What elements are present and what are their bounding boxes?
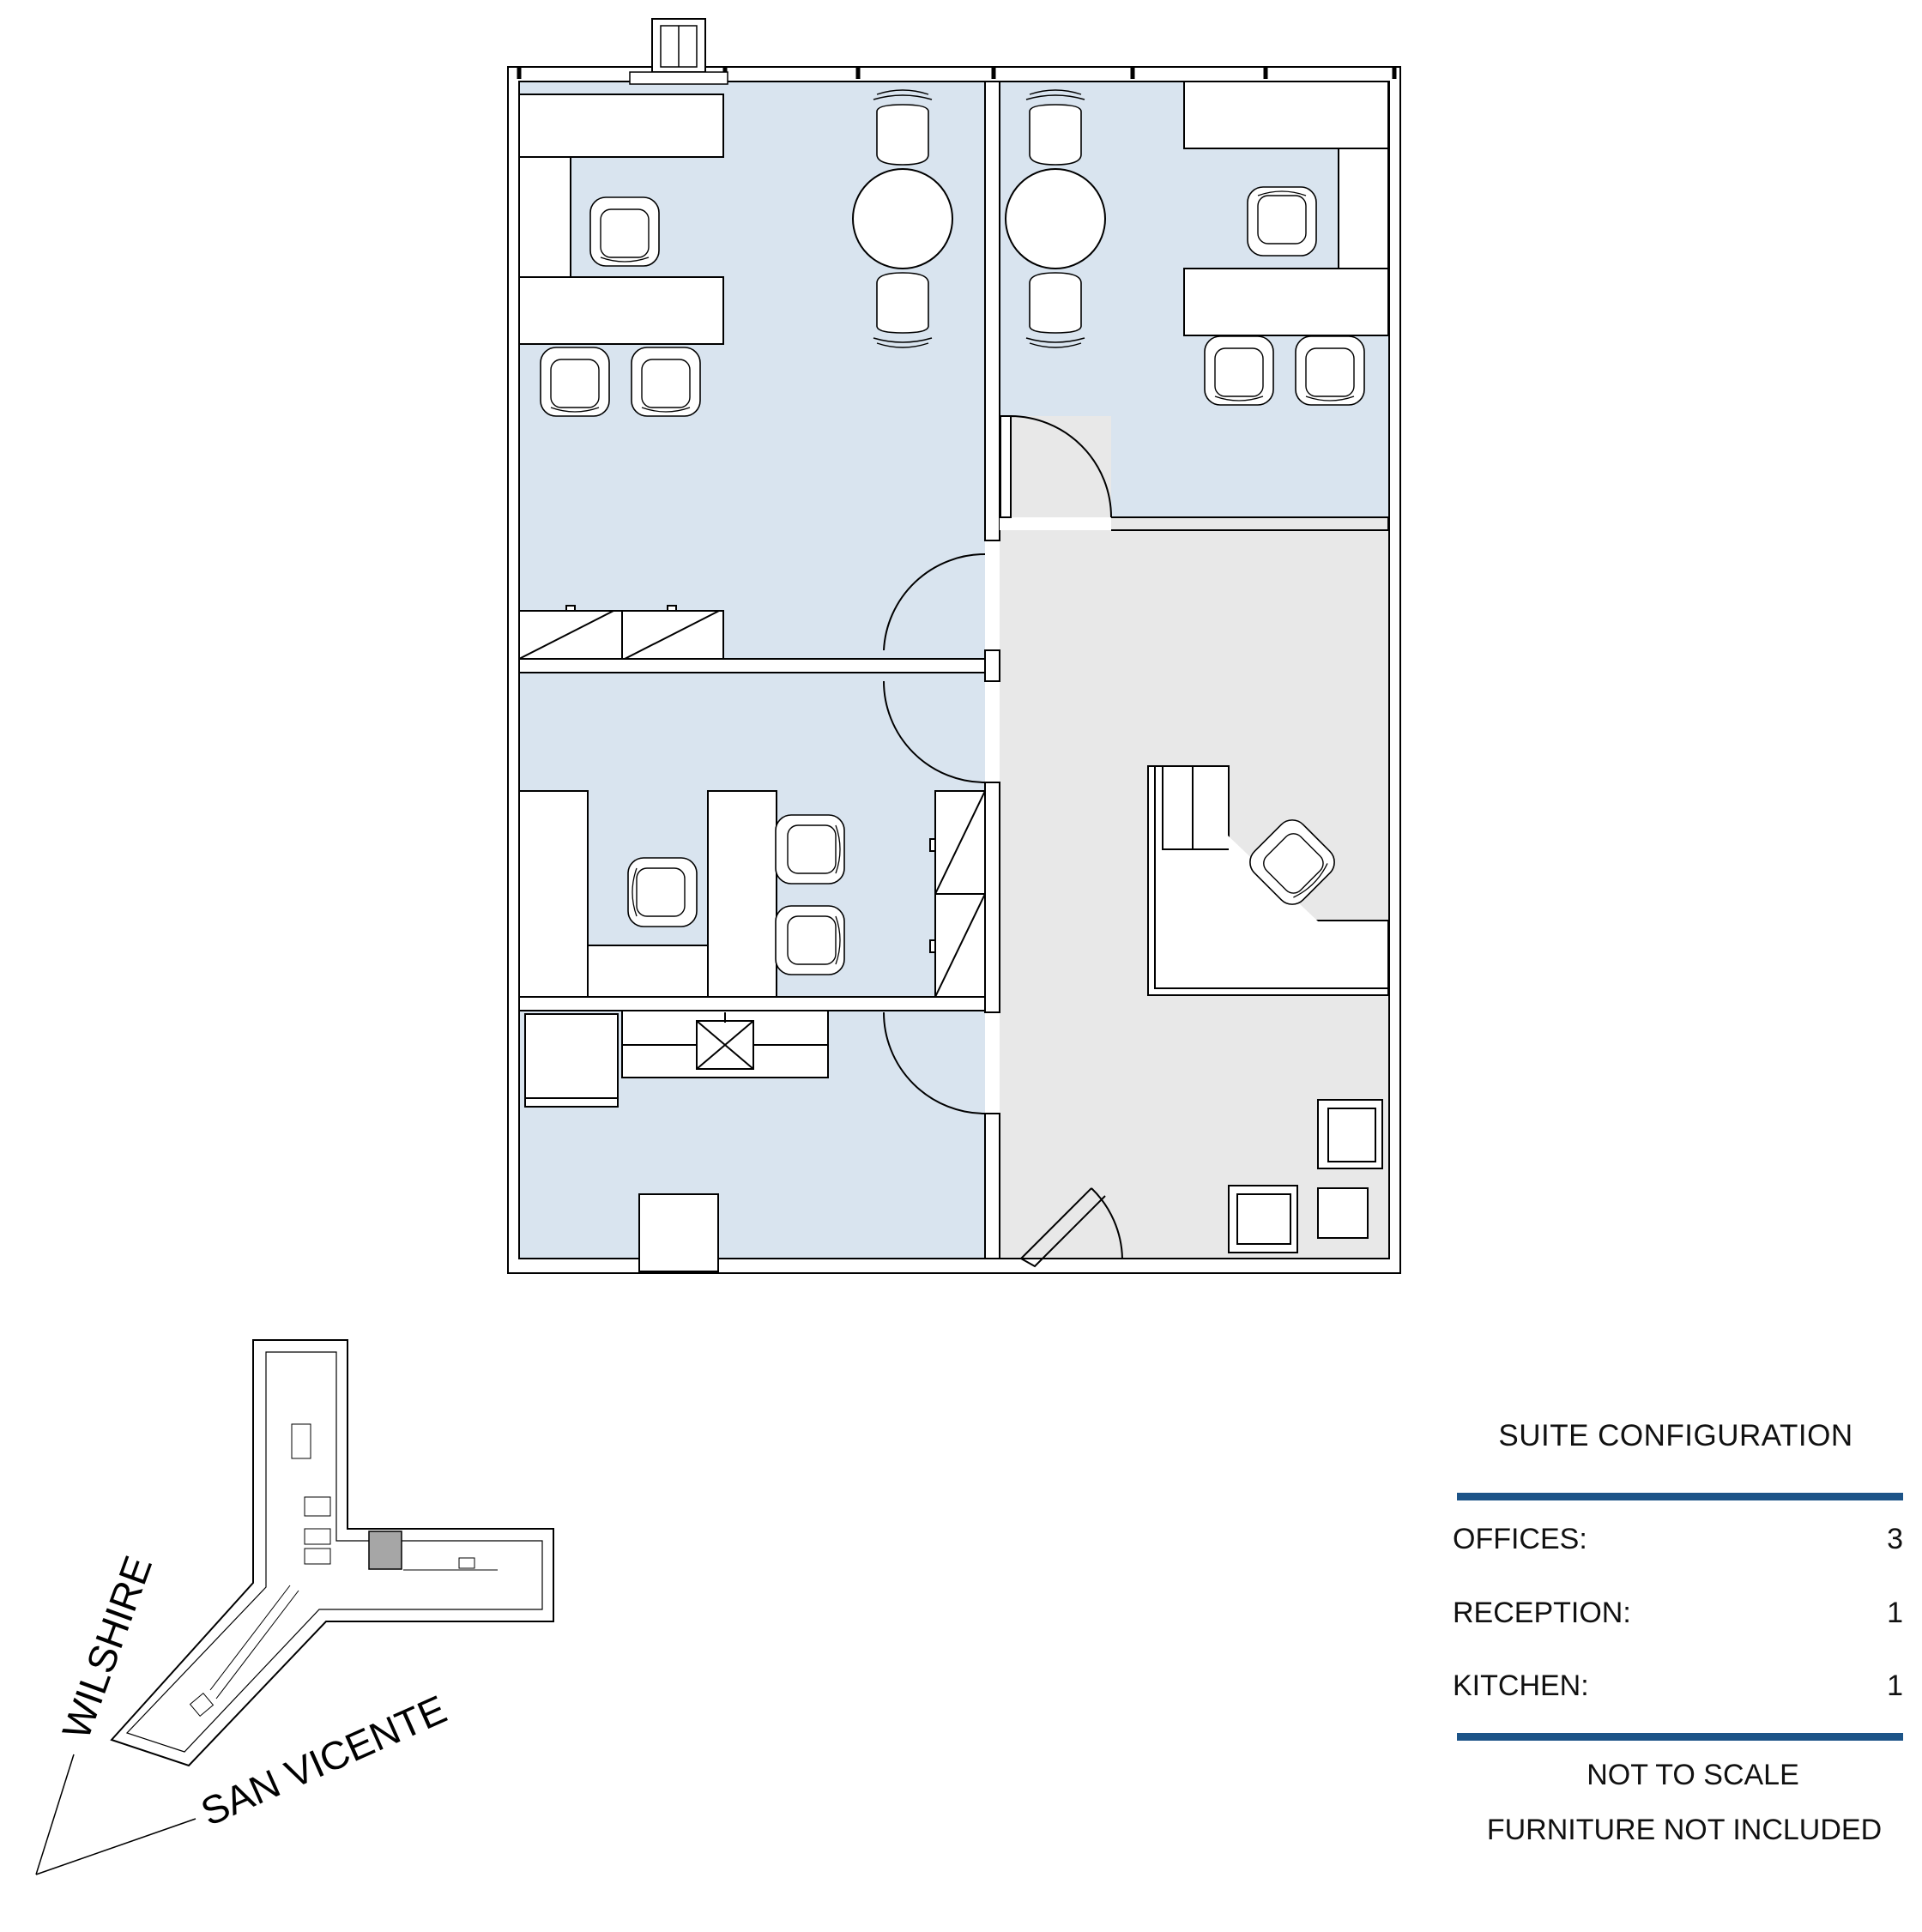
office-1-furniture [518, 94, 953, 660]
legend-label: KITCHEN: [1453, 1669, 1589, 1702]
suite-highlight [368, 1531, 402, 1570]
suite-plan [507, 18, 1401, 1274]
legend-label: RECEPTION: [1453, 1597, 1631, 1629]
window-mullions [517, 67, 1397, 79]
street-pointer [35, 1818, 196, 1875]
legend-title: SUITE CONFIGURATION [1498, 1419, 1853, 1452]
legend-note-scale: NOT TO SCALE [1587, 1759, 1799, 1791]
legend-label: OFFICES: [1453, 1523, 1587, 1555]
key-plan [35, 1339, 554, 1875]
legend-rule-bottom [1457, 1733, 1903, 1741]
office-1-guest-chair [631, 347, 701, 417]
office-1-desk-chair [589, 196, 660, 267]
office-2-desk-chair [1247, 186, 1317, 257]
suite-configuration-legend: SUITE CONFIGURATION OFFICES: 3 RECEPTION… [1448, 1419, 1903, 1865]
office-3-desk-chair [627, 857, 698, 927]
outer-wall [507, 66, 1401, 1274]
office-3-guest-chair [775, 814, 845, 884]
legend-note-furniture: FURNITURE NOT INCLUDED [1486, 1814, 1883, 1846]
interior-walls [518, 81, 1389, 1259]
street-pointer [35, 1754, 75, 1875]
legend-rule-top [1457, 1493, 1903, 1500]
legend-value: 3 [1887, 1523, 1903, 1555]
office-3-guest-chair [775, 905, 845, 975]
office-2-guest-chair [1204, 335, 1274, 406]
kitchen-furniture [524, 1010, 829, 1272]
corridor-floor [1000, 416, 1111, 532]
legend-value: 1 [1887, 1597, 1903, 1629]
office-2-guest-chair [1295, 335, 1365, 406]
door-swings [883, 415, 1123, 1268]
office-1-guest-chair [540, 347, 610, 417]
reception-lounge [1228, 1099, 1383, 1253]
legend-value: 1 [1887, 1669, 1903, 1702]
office-2-furniture [1005, 81, 1389, 336]
office-3-furniture [518, 790, 986, 998]
